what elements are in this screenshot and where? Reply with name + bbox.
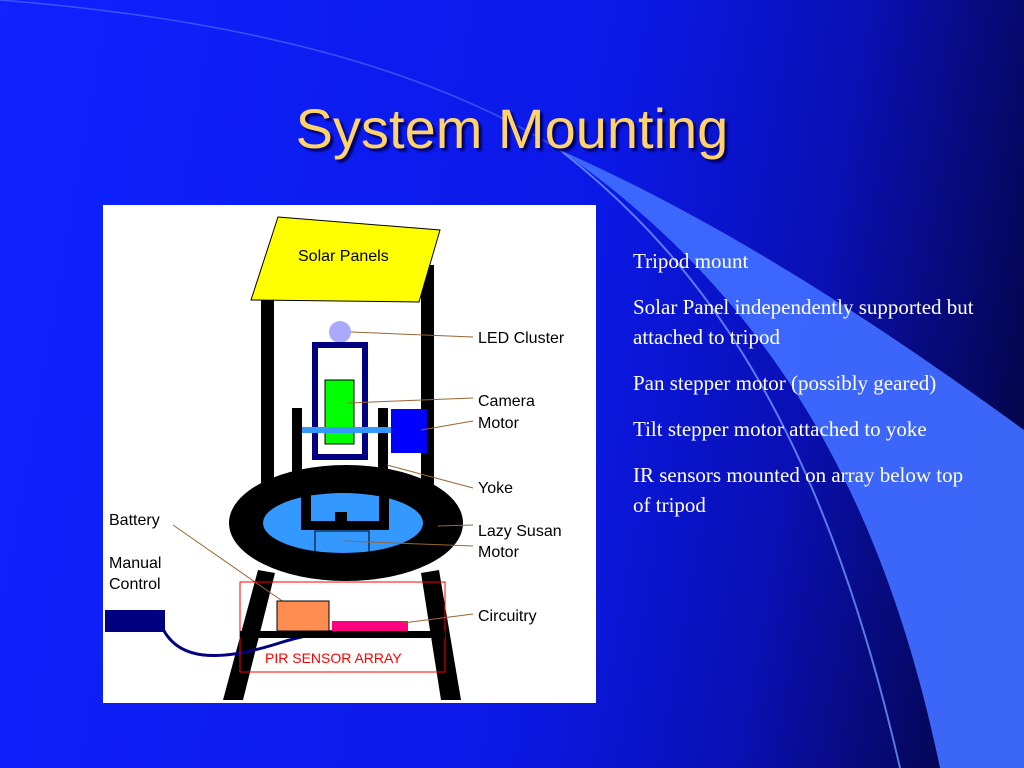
yoke-left-arm (292, 408, 302, 478)
label-battery: Battery (109, 512, 160, 529)
circuitry (332, 621, 408, 631)
label-pir-sensor-array: PIR SENSOR ARRAY (265, 650, 402, 666)
solar-panel (250, 216, 441, 303)
bullet-item: Pan stepper motor (possibly geared) (633, 371, 937, 395)
yoke-right-arm (378, 408, 388, 478)
bullet-list: Tripod mount Solar Panel independently s… (633, 246, 983, 536)
label-solar-panels: Solar Panels (298, 248, 389, 265)
slide-title: System Mounting (295, 97, 729, 160)
label-yoke: Yoke (478, 480, 513, 497)
label-manual: Manual (109, 555, 161, 572)
led-cluster (329, 321, 351, 343)
label-led-cluster: LED Cluster (478, 330, 565, 347)
system-mounting-diagram: Solar Panels LED Cluster Camera Motor Yo… (103, 205, 596, 703)
camera (324, 379, 355, 445)
label-lazy-susan-motor: Motor (478, 544, 520, 561)
label-lazy-susan: Lazy Susan (478, 523, 562, 540)
manual-control-box (105, 610, 165, 632)
tripod-post-left (261, 300, 274, 490)
bullet-item: Tripod mount (633, 249, 749, 273)
bullet-item: Tilt stepper motor attached to yoke (633, 417, 927, 441)
bullet-item: Solar Panel independently supported but … (633, 295, 974, 349)
bullet-item: IR sensors mounted on array below top of… (633, 463, 964, 517)
camera-housing (312, 342, 368, 460)
pan-motor (314, 530, 370, 558)
tripod-crossbar (240, 631, 445, 638)
label-control: Control (109, 576, 161, 593)
tripod-post-right (421, 265, 434, 490)
tilt-motor (391, 409, 427, 453)
battery (276, 600, 330, 632)
label-camera: Camera (478, 393, 535, 410)
tilt-axle (302, 427, 392, 433)
label-camera-motor: Motor (478, 415, 520, 432)
pir-sensor-array-frame (239, 581, 446, 673)
yoke-base (301, 495, 389, 530)
label-circuitry: Circuitry (478, 608, 537, 625)
